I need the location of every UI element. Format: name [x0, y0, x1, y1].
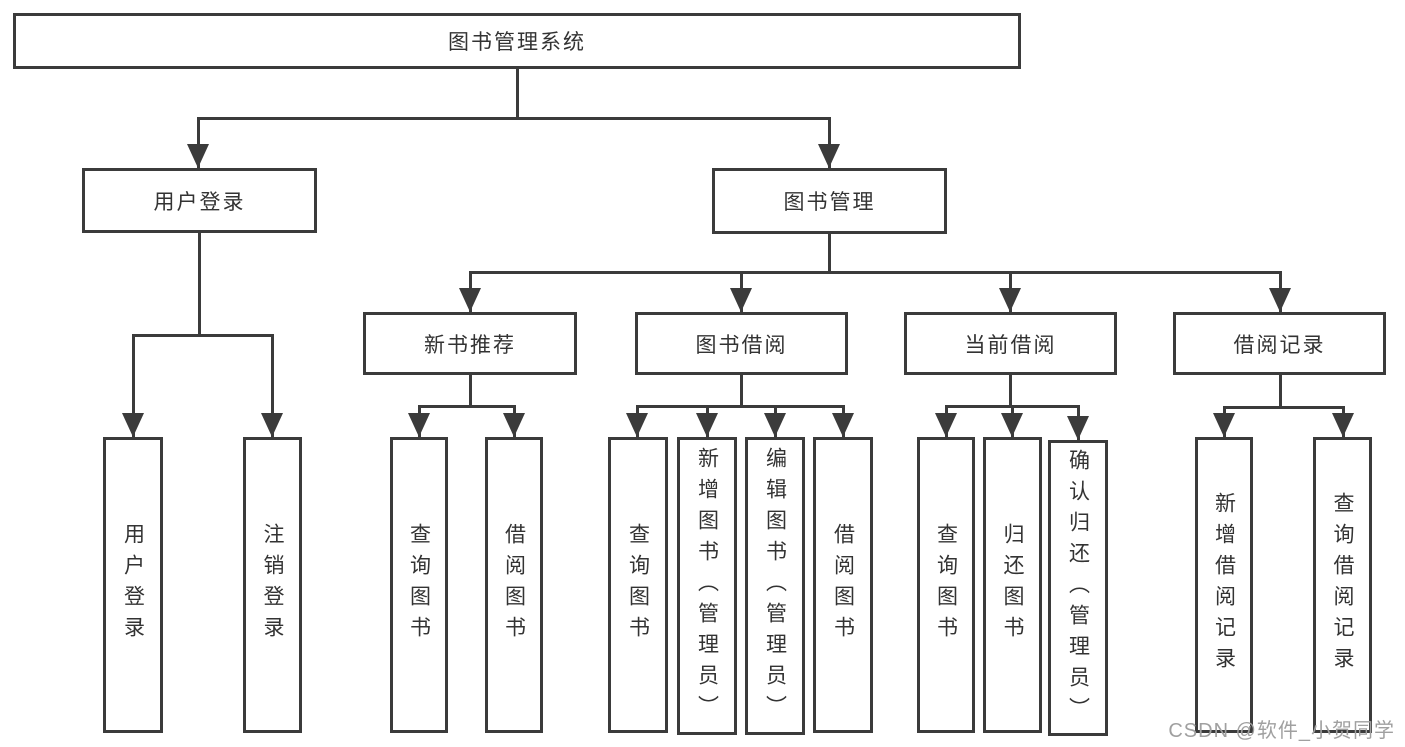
node-borrowing-records: 借阅记录 [1173, 312, 1386, 375]
arrowhead-down-icon [730, 288, 752, 312]
leaf-query-books-borrow: 查询图书 [608, 437, 668, 733]
arrowhead-down-icon [1001, 413, 1023, 437]
leaf-return-books: 归还图书 [983, 437, 1042, 733]
connector-line [197, 117, 831, 120]
connector-line [1279, 375, 1282, 407]
node-label: 查询图书 [407, 523, 431, 647]
connector-line [132, 334, 135, 437]
arrowhead-down-icon [696, 413, 718, 437]
connector-line [1009, 375, 1012, 406]
leaf-add-borrow-record: 新增借阅记录 [1195, 437, 1253, 733]
arrowhead-down-icon [1213, 413, 1235, 437]
node-label: 图书管理 [783, 191, 876, 214]
connector-line [740, 375, 743, 406]
leaf-query-borrow-record: 查询借阅记录 [1313, 437, 1372, 733]
node-book-management: 图书管理 [712, 168, 947, 234]
node-user-login: 用户登录 [82, 168, 317, 233]
node-label: 借阅图书 [502, 523, 526, 647]
arrowhead-down-icon [764, 413, 786, 437]
csdn-watermark: CSDN @软件_小贺同学 [1168, 720, 1395, 742]
node-label: 借阅记录 [1233, 333, 1326, 357]
leaf-query-books-current: 查询图书 [917, 437, 975, 733]
connector-line [271, 334, 274, 437]
leaf-add-books-admin: 新增图书（管理员） [677, 437, 737, 735]
leaf-user-login: 用户登录 [103, 437, 163, 733]
leaf-logout: 注销登录 [243, 437, 302, 733]
node-label: 新增借阅记录 [1212, 492, 1236, 678]
arrowhead-down-icon [1332, 413, 1354, 437]
connector-line [469, 271, 1281, 274]
node-label: 借阅图书 [831, 523, 855, 647]
connector-line [197, 117, 200, 168]
node-label: 查询借阅记录 [1331, 492, 1354, 678]
node-label: 编辑图书（管理员） [763, 446, 787, 726]
node-label: 归还图书 [1001, 523, 1024, 647]
node-label: 用户登录 [153, 190, 246, 214]
node-current-borrowing: 当前借阅 [904, 312, 1117, 375]
node-book-borrowing: 图书借阅 [635, 312, 848, 375]
arrowhead-down-icon [832, 413, 854, 437]
connector-line [1223, 406, 1345, 409]
connector-line [132, 334, 274, 337]
connector-line [198, 233, 201, 335]
arrowhead-down-icon [1269, 288, 1291, 312]
arrowhead-down-icon [626, 413, 648, 437]
arrowhead-down-icon [935, 413, 957, 437]
node-new-book-recommendation: 新书推荐 [363, 312, 577, 375]
arrowhead-down-icon [122, 413, 144, 437]
node-label: 新书推荐 [424, 333, 516, 357]
arrowhead-down-icon [261, 413, 283, 437]
node-label: 当前借阅 [964, 333, 1057, 357]
node-label: 确认归还（管理员） [1066, 448, 1090, 728]
connector-line [636, 405, 845, 408]
connector-line [469, 375, 472, 406]
leaf-query-books-recommend: 查询图书 [390, 437, 448, 733]
node-label: 查询图书 [934, 523, 958, 647]
connector-line [828, 117, 831, 168]
leaf-borrow-books: 借阅图书 [813, 437, 873, 733]
leaf-edit-books-admin: 编辑图书（管理员） [745, 437, 805, 735]
connector-line [516, 69, 519, 118]
arrowhead-down-icon [818, 144, 840, 168]
node-label: 用户登录 [121, 523, 145, 647]
node-book-management-system: 图书管理系统 [13, 13, 1021, 69]
leaf-borrow-books-recommend: 借阅图书 [485, 437, 543, 733]
node-label: 新增图书（管理员） [695, 446, 719, 726]
connector-line [828, 234, 831, 272]
node-label: 图书借阅 [695, 333, 788, 357]
connector-line [418, 405, 516, 408]
leaf-confirm-return-admin: 确认归还（管理员） [1048, 440, 1108, 736]
arrowhead-down-icon [187, 144, 209, 168]
node-label: 注销登录 [261, 523, 284, 647]
arrowhead-down-icon [503, 413, 525, 437]
arrowhead-down-icon [408, 413, 430, 437]
node-label: 查询图书 [626, 523, 650, 647]
arrowhead-down-icon [999, 288, 1021, 312]
node-label: 图书管理系统 [448, 31, 586, 54]
arrowhead-down-icon [459, 288, 481, 312]
arrowhead-down-icon [1067, 416, 1089, 440]
